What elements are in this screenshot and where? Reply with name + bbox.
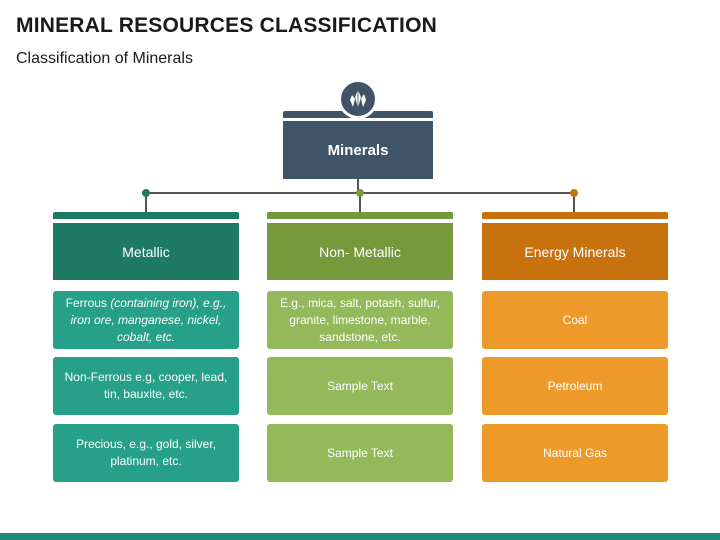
metallic-heading: Metallic	[53, 223, 239, 280]
energy-card-coal: Coal	[482, 291, 668, 349]
energy-card-natural-gas: Natural Gas	[482, 424, 668, 482]
page-title: MINERAL RESOURCES CLASSIFICATION	[16, 14, 437, 37]
bottom-accent-bar	[0, 533, 720, 540]
energy-junction-dot	[570, 189, 578, 197]
nonmetallic-card-sample-1: Sample Text	[267, 357, 453, 415]
energy-heading: Energy Minerals	[482, 223, 668, 280]
crystal-icon	[338, 79, 378, 119]
ferrous-label: Ferrous	[65, 295, 111, 310]
nonmetallic-card-sample-2: Sample Text	[267, 424, 453, 482]
page-subtitle: Classification of Minerals	[16, 50, 193, 67]
nonmetallic-heading: Non- Metallic	[267, 223, 453, 280]
metallic-junction-dot	[142, 189, 150, 197]
root-node: Minerals	[283, 111, 433, 179]
energy-tab	[482, 212, 668, 219]
ferrous-description: (containing iron), e.g., iron ore, manga…	[70, 295, 227, 344]
metallic-card-precious: Precious, e.g., gold, silver, platinum, …	[53, 424, 239, 482]
root-label: Minerals	[283, 121, 433, 179]
nonmetallic-junction-dot	[356, 189, 364, 197]
nonmetallic-card-examples: E.g., mica, salt, potash, sulfur, granit…	[267, 291, 453, 349]
nonmetallic-tab	[267, 212, 453, 219]
energy-card-petroleum: Petroleum	[482, 357, 668, 415]
metallic-tab	[53, 212, 239, 219]
metallic-card-ferrous: Ferrous (containing iron), e.g., iron or…	[53, 291, 239, 349]
metallic-card-nonferrous: Non-Ferrous e.g, cooper, lead, tin, baux…	[53, 357, 239, 415]
